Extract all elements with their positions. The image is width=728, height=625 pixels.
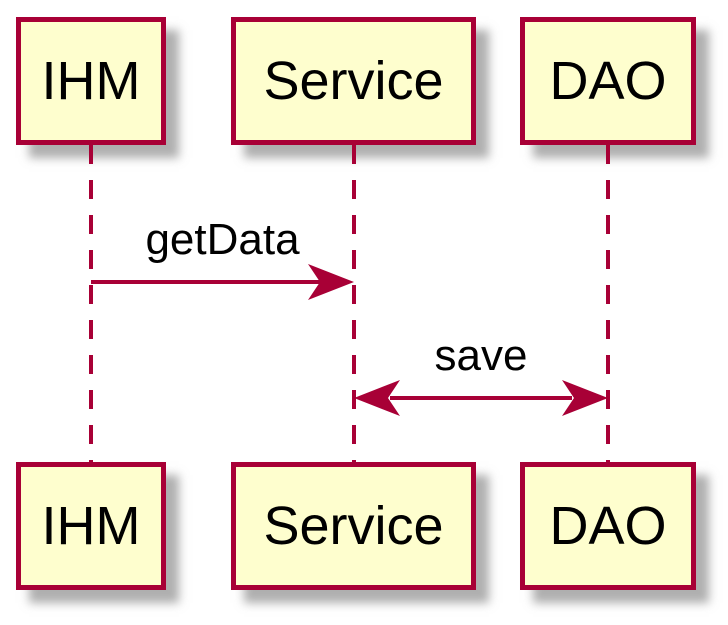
arrow-both-icon bbox=[354, 380, 608, 416]
participant-name: DAO bbox=[549, 51, 667, 111]
arrow-right-icon bbox=[91, 264, 354, 300]
participant-box-top: IHM bbox=[16, 17, 166, 145]
lifeline bbox=[89, 145, 93, 462]
participant-box-bottom: Service bbox=[231, 462, 476, 590]
participant-box-bottom: DAO bbox=[520, 462, 696, 590]
participant-name: IHM bbox=[41, 51, 141, 111]
message-label-save: save bbox=[434, 331, 528, 380]
participant-name: Service bbox=[263, 51, 444, 111]
message-label-getdata: getData bbox=[145, 215, 300, 264]
participant-box-top: DAO bbox=[520, 17, 696, 145]
lifeline bbox=[351, 145, 356, 462]
participant-name: Service bbox=[263, 496, 444, 556]
participant-box-top: Service bbox=[231, 17, 476, 145]
participant-box-bottom: IHM bbox=[16, 462, 166, 590]
participant-column-ihm: IHM IHM bbox=[16, 0, 166, 625]
participant-name: DAO bbox=[549, 496, 667, 556]
participant-column-service: Service Service bbox=[231, 0, 476, 625]
participant-name: IHM bbox=[41, 496, 141, 556]
lifeline bbox=[606, 145, 610, 462]
participant-column-dao: DAO DAO bbox=[520, 0, 696, 625]
